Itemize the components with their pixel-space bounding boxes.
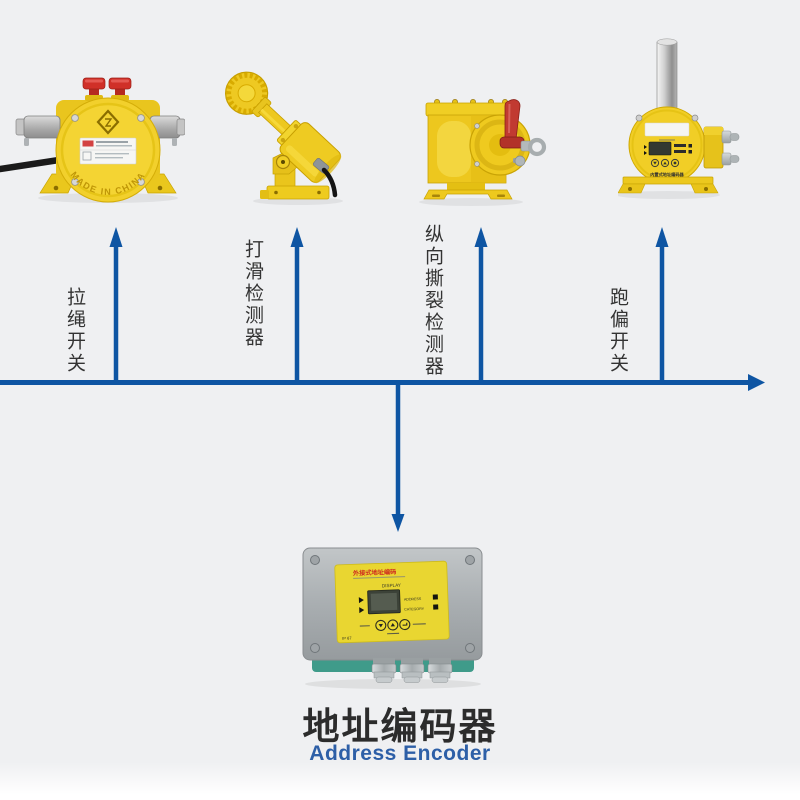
red-lever xyxy=(499,99,525,149)
eyelet-hook xyxy=(513,137,547,167)
panel-header: 外接式地址编码 xyxy=(353,568,397,578)
tear-detector-photo xyxy=(419,99,547,206)
tear-detector-label: 纵向撕裂检测器 xyxy=(422,224,443,378)
mounting-feet xyxy=(618,176,719,194)
device-shadow xyxy=(618,191,720,199)
brand-diamond-logo xyxy=(96,109,120,135)
mounting-base xyxy=(423,183,513,200)
misalignment-switch-label: 跑偏开关 xyxy=(607,287,628,375)
control-panel: 外接式地址编码 DISPLAY ADDRESS CATEGORY IP 67 xyxy=(334,560,450,644)
device-shadow xyxy=(305,679,481,689)
housing-lid xyxy=(425,99,509,117)
bus-arrowhead-right xyxy=(748,374,765,391)
rope-fitting-right xyxy=(149,115,185,146)
slip-detector-photo xyxy=(225,71,343,205)
rope-fitting-left xyxy=(15,115,61,146)
display-label: DISPLAY xyxy=(382,583,401,589)
nameplate-sticker xyxy=(79,137,137,165)
slip-detector-label: 打滑检测器 xyxy=(242,239,263,349)
pull-rope-switch-label: 拉绳开关 xyxy=(64,287,85,375)
cable-glands xyxy=(371,658,453,683)
panel-buttons xyxy=(375,619,411,631)
branch-arrow-tear xyxy=(474,227,488,383)
switch-body: 内置式地址编码器 Built-in Address Encoder xyxy=(628,106,706,184)
branch-arrow-pull-rope xyxy=(109,227,123,383)
pull-rope-switch-photo: MADE IN CHINA xyxy=(0,77,185,203)
branch-arrow-slip xyxy=(290,227,304,383)
sensor-assembly xyxy=(225,71,342,184)
device-shadow xyxy=(419,198,523,206)
white-label xyxy=(644,122,690,137)
bus-line xyxy=(0,380,748,385)
junction-box xyxy=(703,126,740,169)
cable xyxy=(321,167,338,198)
mini-buttons xyxy=(650,158,680,168)
panel-title-cn: 内置式地址编码器 xyxy=(650,171,684,178)
encoder-subtitle: Address Encoder xyxy=(309,742,491,765)
address-label: ADDRESS xyxy=(404,597,422,602)
branch-arrow-misalignment xyxy=(655,227,669,383)
rope-drum-face: MADE IN CHINA xyxy=(55,97,161,203)
bottom-fade xyxy=(0,762,800,800)
cable-glands xyxy=(721,130,740,166)
misalignment-switch-photo: 内置式地址编码器 Built-in Address Encoder xyxy=(618,38,740,199)
red-reset-buttons xyxy=(82,77,132,101)
corner-screws xyxy=(310,555,475,653)
category-label: CATEGORY xyxy=(404,607,425,612)
encoder-title: 地址编码器 xyxy=(302,706,498,747)
ip-rating: IP 67 xyxy=(342,635,352,640)
address-encoder-photo: 外接式地址编码 DISPLAY ADDRESS CATEGORY IP 67 xyxy=(302,547,483,689)
drop-arrow-encoder xyxy=(391,383,405,532)
mini-display xyxy=(644,141,692,156)
